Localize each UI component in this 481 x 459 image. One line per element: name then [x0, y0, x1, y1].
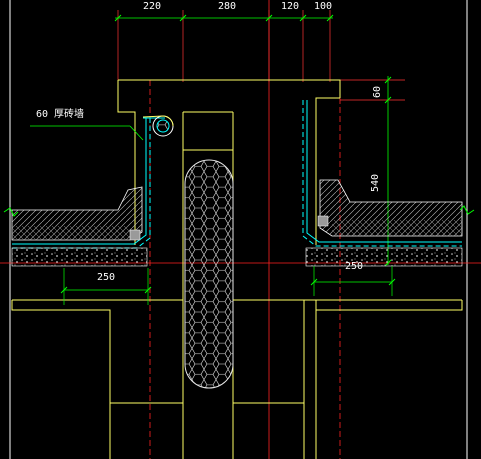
dim-250-right-label: 250	[345, 261, 364, 272]
dim-250-right-lines	[310, 266, 396, 296]
right-membrane	[302, 100, 462, 247]
right-roof-layers	[305, 179, 463, 267]
left-membrane-roll	[142, 115, 174, 137]
dim-top-220: 220	[143, 1, 162, 12]
break-marks	[3, 205, 475, 217]
dim-540-label: 540	[370, 173, 381, 192]
dim-top-280: 280	[218, 1, 237, 12]
drawing-frame	[9, 0, 468, 459]
joint-filler-mesh	[184, 159, 234, 389]
dim-250-left-lines	[60, 268, 152, 305]
dim-250-left-label: 250	[97, 272, 116, 283]
wall-note-leader	[30, 125, 144, 141]
dim-top-120: 120	[281, 1, 300, 12]
dim-top-100: 100	[314, 1, 333, 12]
dim-60-label: 60	[372, 85, 383, 98]
wall-note-label: 60 厚砖墙	[36, 109, 85, 120]
lower-walls	[11, 299, 463, 459]
top-dimension-chain	[114, 10, 334, 82]
left-roof-layers	[11, 186, 148, 267]
right-dimension-chain	[340, 76, 405, 267]
